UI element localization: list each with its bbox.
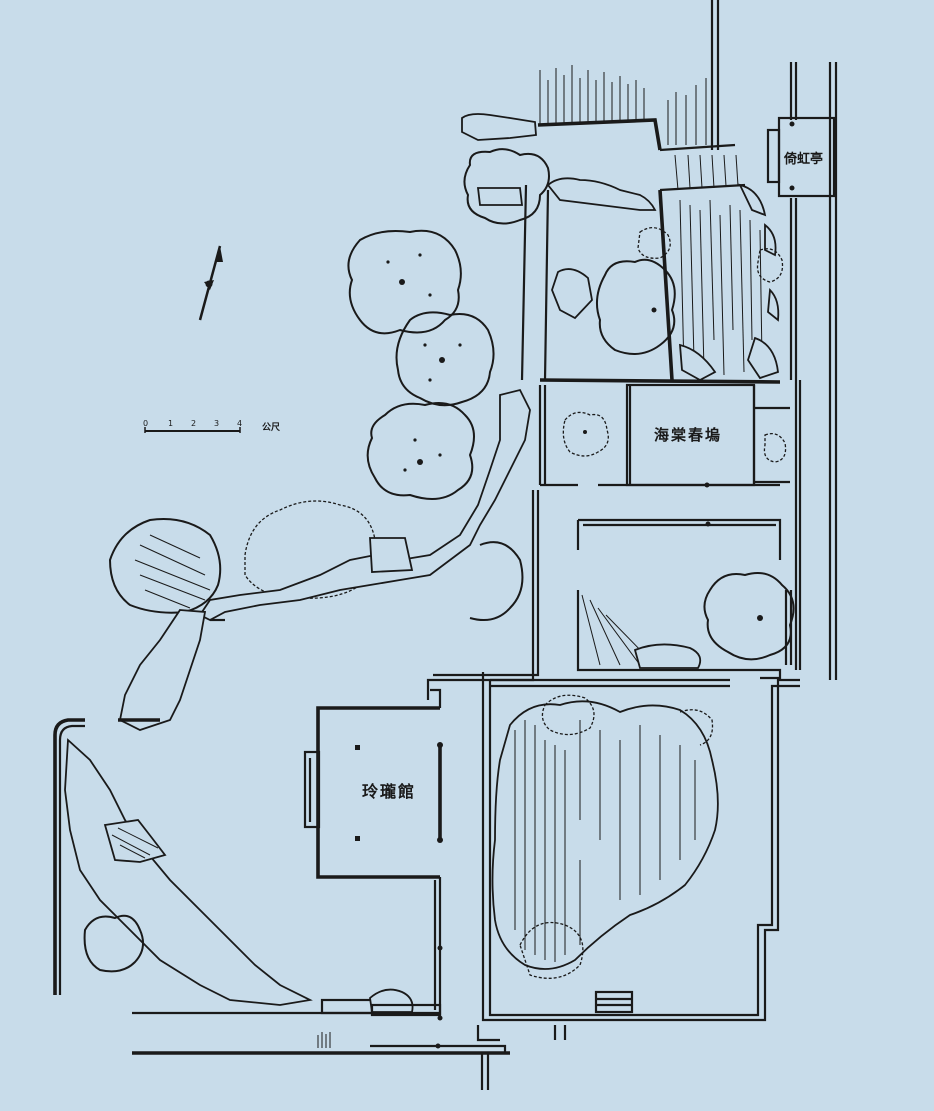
trees-west xyxy=(108,229,524,621)
trees-north xyxy=(463,148,784,355)
building-label-linglong: 玲瓏館 xyxy=(362,782,417,801)
yihong-pavilion xyxy=(766,116,836,198)
scale-tick-2: 2 xyxy=(191,419,197,428)
scale-tick-3: 3 xyxy=(214,419,220,428)
east-boundary-walls xyxy=(710,0,838,680)
building-label-haitang: 海棠春塢 xyxy=(654,426,723,444)
southwest-rockery xyxy=(53,718,443,1021)
middle-corridor xyxy=(426,490,795,700)
haitang-court xyxy=(538,383,790,488)
linglong-hall xyxy=(303,688,443,1015)
scale-bar-graphic xyxy=(144,427,241,433)
rockery-west xyxy=(118,388,531,731)
scale-tick-1: 1 xyxy=(168,419,174,428)
scale-tick-0: 0 xyxy=(143,419,149,428)
scale-unit: 公尺 xyxy=(262,423,281,433)
south-boundary xyxy=(132,1025,567,1090)
scale-tick-4: 4 xyxy=(237,419,243,428)
building-label-yihong: 倚虹亭 xyxy=(784,152,824,167)
north-arrow-icon xyxy=(198,245,223,321)
pond-courtyard xyxy=(481,672,800,1022)
north-courtyard xyxy=(461,65,781,384)
